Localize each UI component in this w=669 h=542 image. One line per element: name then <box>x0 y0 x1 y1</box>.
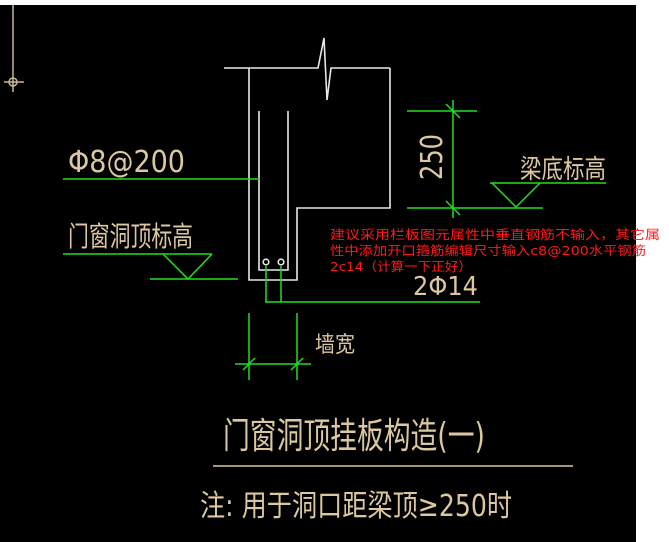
dimension-250-label: 250 <box>415 134 450 180</box>
comment-line-3: 2c14（计算一下正好） <box>330 259 472 274</box>
bottom-bars-label: 2Φ14 <box>413 272 478 302</box>
rebar-dot <box>277 258 285 266</box>
hanging-panel-outline <box>224 37 391 281</box>
opening-top-elevation-label: 门窗洞顶标高 <box>68 220 193 253</box>
dimension-lines <box>63 100 606 380</box>
ucs-icon <box>4 5 24 92</box>
drawing-title: 门窗洞顶挂板构造(一) <box>223 416 485 457</box>
comment-line-2: 性中添加开口箍筋编辑尺寸输入c8@200水平钢筋 <box>330 243 646 258</box>
drawing-note: 注: 用于洞口距梁顶≥250时 <box>200 489 512 524</box>
beam-bottom-elevation-label: 梁底标高 <box>520 155 606 185</box>
stirrup-rebar <box>258 111 289 271</box>
wall-width-label: 墙宽 <box>315 333 355 358</box>
rebar-dot <box>262 258 270 266</box>
comment-line-1: 建议采用栏板图元属性中垂直钢筋不输入，其它属 <box>330 227 660 242</box>
stirrup-label: Φ8@200 <box>68 145 185 180</box>
drawing-area[interactable] <box>0 5 636 542</box>
